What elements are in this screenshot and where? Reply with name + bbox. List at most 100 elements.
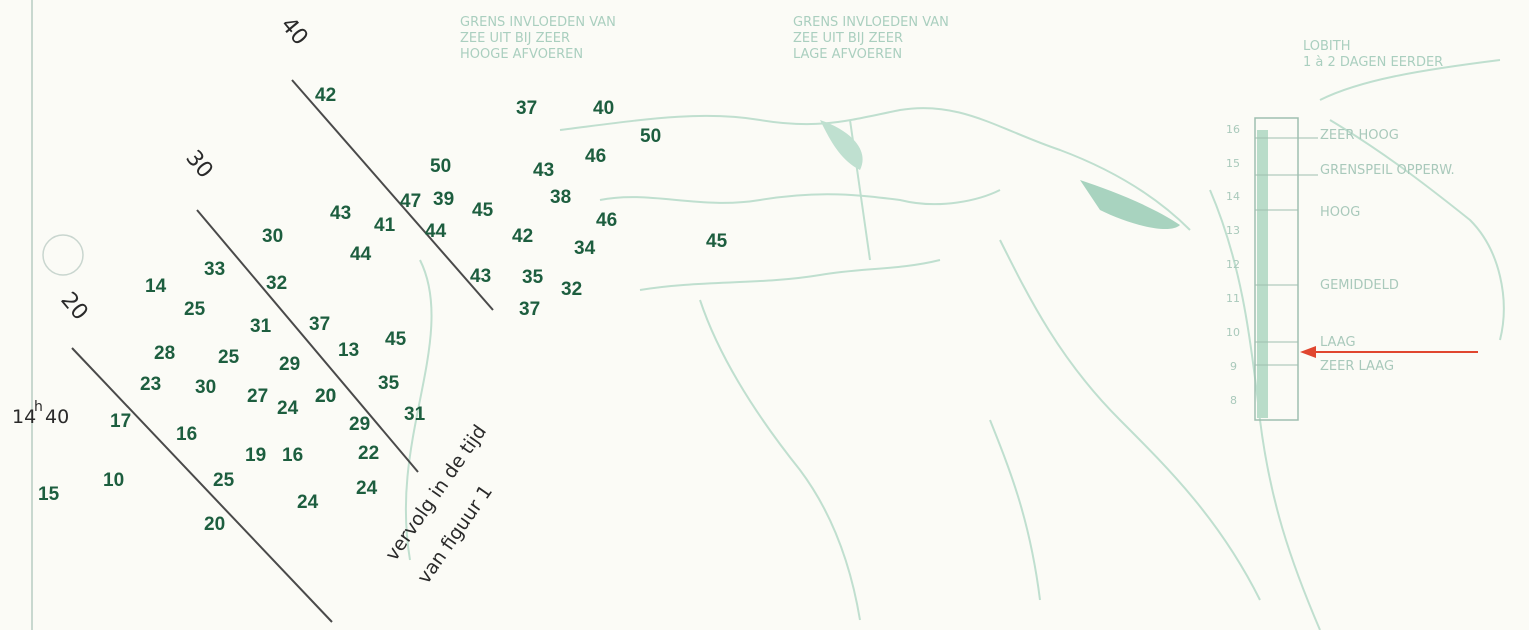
gauge-tick: 10 (1226, 326, 1240, 339)
arrow-head-icon (1300, 346, 1316, 358)
minute-value-label: 32 (266, 273, 287, 294)
minute-value-label: 35 (378, 373, 400, 394)
isochrone-line-40 (291, 79, 494, 311)
legend-left-line-1: GRENS INVLOEDEN VAN (460, 15, 616, 30)
minute-value-label: 44 (350, 244, 372, 265)
lobith-label: LOBITH 1 à 2 DAGEN EERDER (1303, 39, 1443, 70)
minute-value-label: 25 (213, 470, 235, 491)
legend-right: GRENS INVLOEDEN VAN ZEE UIT BIJ ZEER LAG… (793, 15, 949, 62)
start-minutes: 40 (45, 406, 69, 428)
water-level-gauge: 16 15 14 13 12 11 10 9 8 ZEER HOOG GRENS… (1226, 117, 1478, 421)
minute-value-label: 45 (706, 231, 728, 252)
gauge-tick: 14 (1226, 190, 1240, 203)
lake-shape (1080, 180, 1180, 230)
minute-value-label: 40 (593, 98, 614, 119)
minute-value-label: 30 (195, 377, 216, 398)
minute-value-label: 25 (184, 299, 206, 320)
minute-value-label: 22 (358, 443, 379, 464)
minute-value-label: 16 (176, 424, 197, 445)
legend-left-line-3: HOOGE AFVOEREN (460, 47, 583, 62)
minute-value-label: 42 (512, 226, 533, 247)
lobith-name: LOBITH (1303, 39, 1350, 54)
minute-value-label: 24 (297, 492, 319, 513)
lobith-note: 1 à 2 DAGEN EERDER (1303, 55, 1443, 70)
minute-value-label: 35 (522, 267, 544, 288)
minute-value-label: 37 (309, 314, 330, 335)
minute-value-label: 37 (519, 299, 540, 320)
minute-value-label: 45 (385, 329, 407, 350)
minute-value-label: 39 (433, 189, 454, 210)
minute-value-label: 23 (140, 374, 161, 395)
minute-value-label: 46 (585, 146, 606, 167)
isochrone-label-30: 30 (180, 146, 217, 184)
minute-value-label: 42 (315, 85, 336, 106)
minute-value-label: 33 (204, 259, 225, 280)
minute-value-label: 47 (400, 191, 421, 212)
minute-value-label: 24 (356, 478, 378, 499)
isochrone-lines (71, 79, 494, 623)
start-hour: 14 (12, 406, 36, 428)
minute-value-label: 41 (374, 215, 396, 236)
minute-value-label: 43 (330, 203, 351, 224)
gauge-tick: 8 (1230, 394, 1237, 407)
minute-value-label: 16 (282, 445, 303, 466)
minute-value-label: 50 (430, 156, 451, 177)
minute-value-label: 20 (204, 514, 225, 535)
minute-value-label: 37 (516, 98, 537, 119)
minute-value-label: 10 (103, 470, 124, 491)
minute-value-label: 20 (315, 386, 336, 407)
gauge-level-label: GRENSPEIL OPPERW. (1320, 163, 1455, 178)
minute-value-label: 29 (279, 354, 300, 375)
gauge-level-label: LAAG (1320, 335, 1356, 350)
start-time: 14 h 40 (12, 399, 69, 428)
minute-value-label: 32 (561, 279, 582, 300)
minute-value-label: 31 (404, 404, 426, 425)
legend-left-line-2: ZEE UIT BIJ ZEER (460, 31, 570, 46)
minute-value-label: 38 (550, 187, 571, 208)
gauge-tick: 16 (1226, 123, 1240, 136)
minute-value-label: 19 (245, 445, 266, 466)
gauge-level-label: ZEER LAAG (1320, 359, 1394, 374)
gauge-level-label: ZEER HOOG (1320, 128, 1399, 143)
minute-value-label: 30 (262, 226, 283, 247)
isochrone-label-20: 20 (55, 288, 92, 326)
gauge-tick: 9 (1230, 360, 1237, 373)
river-network (404, 59, 1505, 630)
minute-value-label: 50 (640, 126, 661, 147)
legend-right-line-1: GRENS INVLOEDEN VAN (793, 15, 949, 30)
minute-value-label: 34 (574, 238, 596, 259)
minute-value-label: 43 (533, 160, 554, 181)
isochrone-line-20 (71, 347, 333, 623)
minute-value-label: 29 (349, 414, 370, 435)
gauge-tick: 13 (1226, 224, 1240, 237)
gauge-level-label: GEMIDDELD (1320, 278, 1399, 293)
compass-circle (42, 234, 84, 276)
gauge-level-label: HOOG (1320, 205, 1360, 220)
isochrone-line-30 (196, 209, 419, 473)
start-hour-suffix: h (34, 399, 43, 415)
minute-value-label: 13 (338, 340, 359, 361)
minute-value-label: 44 (425, 221, 447, 242)
minute-value-label: 28 (154, 343, 175, 364)
gauge-tick: 15 (1226, 157, 1240, 170)
legend-right-line-2: ZEE UIT BIJ ZEER (793, 31, 903, 46)
minute-value-label: 45 (472, 200, 494, 221)
minute-value-label: 25 (218, 347, 240, 368)
minute-value-label: 15 (38, 484, 60, 505)
minute-value-label: 27 (247, 386, 268, 407)
isochrone-label-40: 40 (275, 13, 312, 51)
legend-left: GRENS INVLOEDEN VAN ZEE UIT BIJ ZEER HOO… (460, 15, 616, 62)
minute-value-label: 24 (277, 398, 299, 419)
minute-value-label: 43 (470, 266, 491, 287)
legend-right-line-3: LAGE AFVOEREN (793, 47, 902, 62)
minute-value-label: 14 (145, 276, 167, 297)
minute-value-label: 31 (250, 316, 272, 337)
minute-value-label: 17 (110, 411, 131, 432)
minute-value-label: 20 (315, 386, 336, 407)
lake-shape (820, 120, 863, 170)
gauge-tick: 11 (1226, 292, 1240, 305)
minute-value-label: 46 (596, 210, 617, 231)
continuation-note: vervolg in de tijd van figuur 1 (381, 421, 497, 588)
